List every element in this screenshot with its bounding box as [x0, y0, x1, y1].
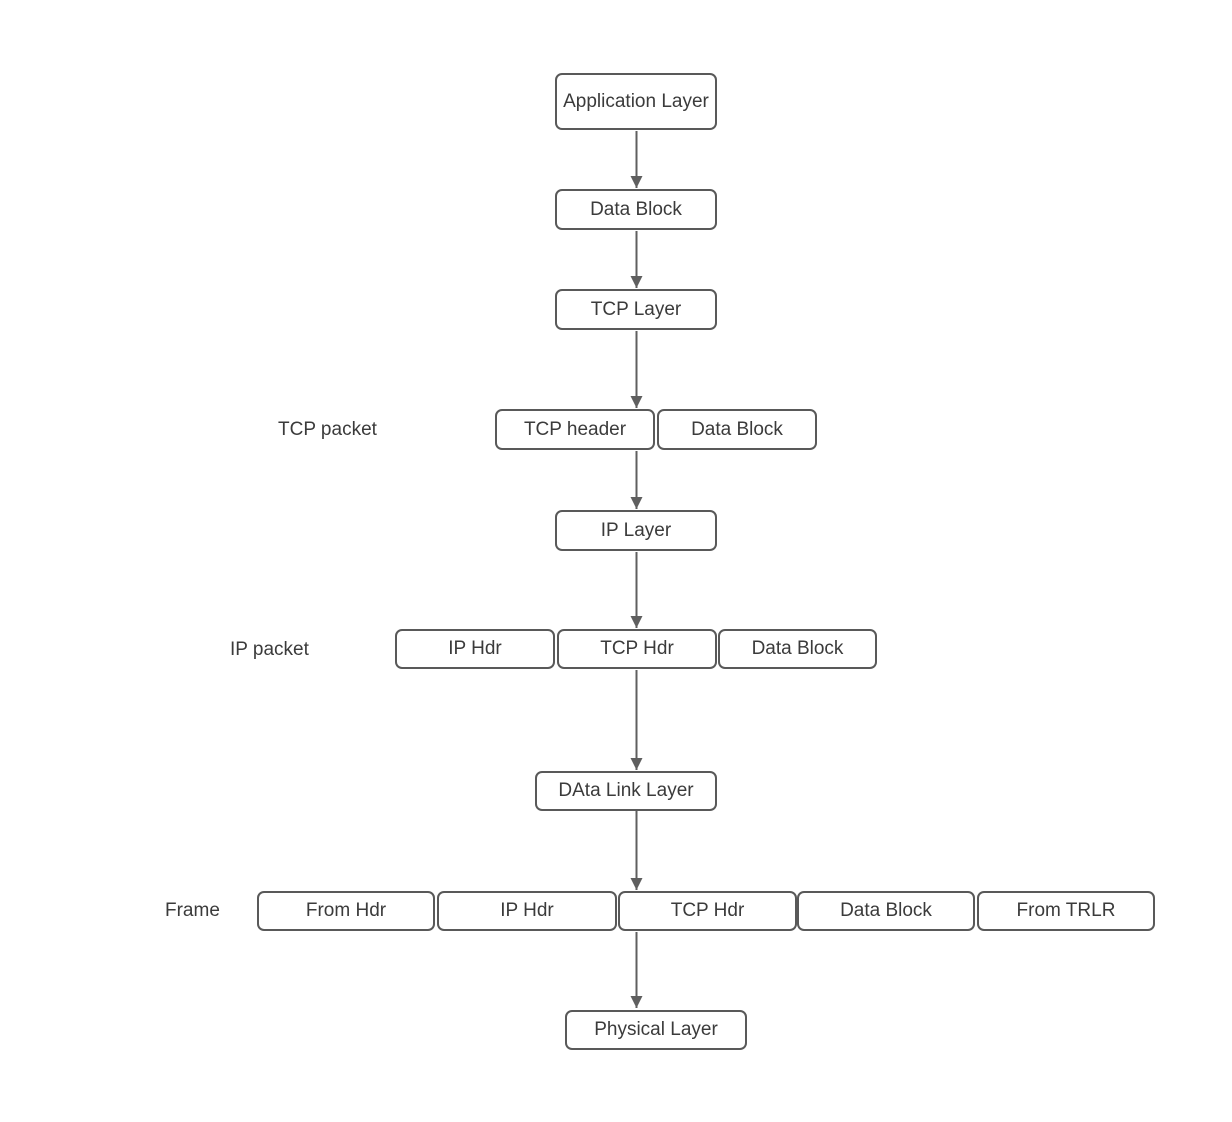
- node-application-layer: Application Layer: [555, 73, 717, 130]
- node-data-link-layer: DAta Link Layer: [535, 771, 717, 811]
- cell-ip-hdr: IP Hdr: [395, 629, 555, 669]
- cell-tcp-hdr: TCP Hdr: [557, 629, 717, 669]
- cell-from-trlr: From TRLR: [977, 891, 1155, 931]
- cell-data-block: Data Block: [657, 409, 817, 450]
- cell-from-hdr: From Hdr: [257, 891, 435, 931]
- node-tcp-layer: TCP Layer: [555, 289, 717, 330]
- cell-tcp-hdr: TCP Hdr: [618, 891, 797, 931]
- label-frame: Frame: [165, 900, 220, 921]
- cell-tcp-header: TCP header: [495, 409, 655, 450]
- node-data-block: Data Block: [555, 189, 717, 230]
- cell-ip-hdr: IP Hdr: [437, 891, 617, 931]
- label-tcp-packet: TCP packet: [278, 419, 377, 440]
- node-physical-layer: Physical Layer: [565, 1010, 747, 1050]
- node-ip-layer: IP Layer: [555, 510, 717, 551]
- cell-data-block: Data Block: [718, 629, 877, 669]
- cell-data-block: Data Block: [797, 891, 975, 931]
- label-ip-packet: IP packet: [230, 639, 309, 660]
